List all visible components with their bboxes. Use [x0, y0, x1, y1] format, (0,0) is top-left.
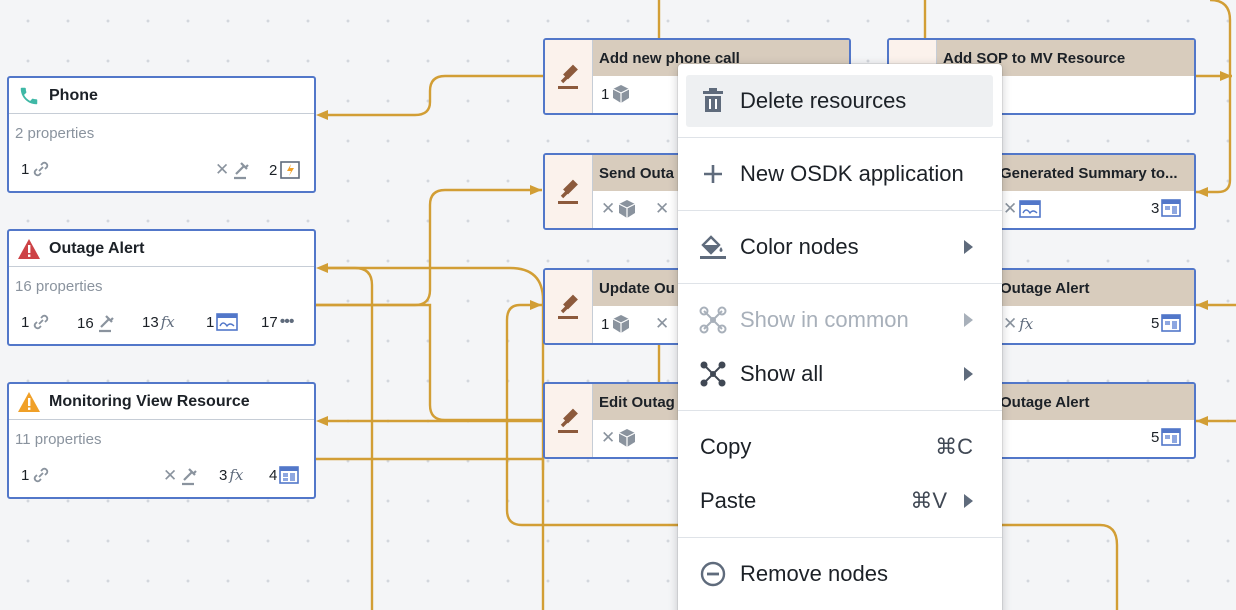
menu-item-color-nodes[interactable]: Color nodes — [686, 221, 993, 273]
functions-stat[interactable]: 13 fx — [142, 313, 175, 331]
paste-shortcut: ⌘V — [910, 488, 947, 513]
objects-stat[interactable]: ✕ — [601, 428, 637, 448]
functions-stat[interactable]: ✕ — [655, 314, 670, 333]
app-icon — [279, 466, 300, 484]
rules-stat[interactable]: 2 — [269, 160, 301, 180]
objects-stat[interactable]: 1 — [601, 84, 631, 104]
apps-stat[interactable]: 5 — [1151, 428, 1182, 446]
link-icon — [34, 314, 49, 330]
function-icon: fx — [229, 466, 244, 484]
function-icon: fx — [1019, 315, 1034, 333]
links-stat[interactable]: 1 — [21, 313, 51, 331]
objects-stat[interactable]: 1 — [601, 314, 631, 334]
graph-all-icon — [686, 360, 740, 388]
object-view-icon — [1019, 200, 1042, 218]
cube-icon — [618, 200, 636, 218]
cube-icon — [613, 85, 630, 103]
node-title: Outage Alert — [49, 239, 145, 257]
menu-item-remove-nodes[interactable]: Remove nodes — [686, 548, 993, 600]
link-icon — [34, 161, 49, 177]
gavel-icon — [182, 468, 198, 486]
actions-stat[interactable]: ✕ — [215, 160, 253, 180]
app-icon — [1161, 314, 1182, 332]
views-stat[interactable]: ✕ — [1003, 199, 1042, 219]
link-icon — [34, 467, 49, 483]
function-icon: fx — [160, 313, 175, 331]
functions-stat[interactable]: ✕fx — [1003, 314, 1034, 333]
gavel-icon — [545, 155, 593, 228]
object-node-monitoring-view-resource[interactable]: Monitoring View Resource 11 properties 1… — [7, 382, 316, 499]
gavel-icon — [545, 384, 593, 457]
menu-item-paste[interactable]: Paste ⌘V — [686, 475, 993, 527]
apps-stat[interactable]: 3 — [1151, 199, 1182, 217]
actions-stat[interactable]: 16 — [77, 313, 118, 333]
gavel-icon — [234, 162, 250, 180]
functions-stat[interactable]: ✕ — [655, 199, 670, 218]
node-title: Phone — [49, 86, 98, 104]
menu-item-show-all[interactable]: Show all — [686, 348, 993, 400]
paint-bucket-icon — [686, 234, 740, 260]
properties-count: 2 properties — [15, 125, 95, 142]
node-title: Monitoring View Resource — [49, 392, 250, 410]
menu-item-new-osdk-application[interactable]: New OSDK application — [686, 148, 993, 200]
warning-orange-icon — [9, 384, 49, 419]
context-menu: Delete resources New OSDK application Co… — [678, 64, 1002, 610]
menu-item-show-in-common: Show in common — [686, 294, 993, 346]
chevron-right-icon — [964, 367, 973, 381]
menu-item-delete-resources[interactable]: Delete resources — [686, 75, 993, 127]
gavel-icon — [98, 315, 114, 333]
objects-stat[interactable]: ✕ — [601, 199, 637, 219]
gavel-icon — [545, 270, 593, 343]
phone-icon — [9, 78, 49, 113]
app-icon — [1161, 428, 1182, 446]
chevron-right-icon — [964, 240, 973, 254]
properties-count: 16 properties — [15, 278, 103, 295]
more-stat[interactable]: 17 ••• — [261, 313, 294, 331]
trash-icon — [686, 88, 740, 114]
more-icon: ••• — [279, 313, 295, 330]
actions-stat[interactable]: ✕ — [163, 466, 201, 486]
plus-icon — [686, 163, 740, 185]
object-view-icon — [216, 313, 239, 331]
copy-shortcut: ⌘C — [935, 434, 973, 459]
apps-stat[interactable]: 5 — [1151, 314, 1182, 332]
chevron-right-icon — [964, 313, 973, 327]
functions-stat[interactable]: 3 fx — [219, 466, 244, 484]
properties-count: 11 properties — [15, 431, 102, 448]
app-icon — [1161, 199, 1182, 217]
views-stat[interactable]: 1 — [206, 313, 239, 331]
rule-icon — [280, 161, 301, 179]
cube-icon — [618, 429, 636, 447]
links-stat[interactable]: 1 — [21, 466, 51, 484]
cube-icon — [613, 315, 630, 333]
menu-item-copy[interactable]: Copy ⌘C — [700, 434, 973, 459]
links-stat[interactable]: 1 — [21, 160, 51, 178]
chevron-right-icon — [964, 494, 973, 508]
object-node-phone[interactable]: Phone 2 properties 1 ✕ 2 — [7, 76, 316, 193]
apps-stat[interactable]: 4 — [269, 466, 300, 484]
gavel-icon — [545, 40, 593, 113]
object-node-outage-alert[interactable]: Outage Alert 16 properties 1 16 13 fx 1 … — [7, 229, 316, 346]
remove-circle-icon — [686, 561, 740, 587]
graph-common-icon — [686, 306, 740, 334]
warning-red-icon — [9, 231, 49, 266]
